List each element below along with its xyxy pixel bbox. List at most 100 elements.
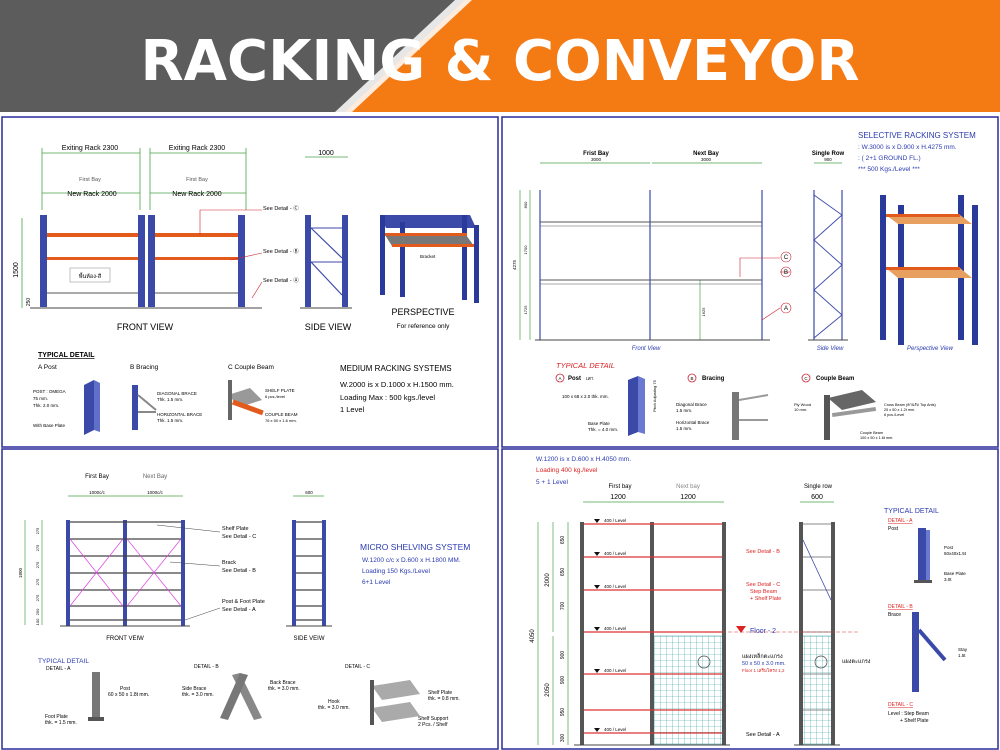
conv-stay-1: Stay bbox=[958, 647, 968, 652]
sel-dim-row: 900 bbox=[824, 157, 832, 162]
conv-row-dim-3: 700 bbox=[560, 602, 566, 611]
sel-beam-note-3: Cross Beam (คานรับ Top Ants) bbox=[884, 403, 937, 407]
sel-detail-a: Post bbox=[568, 376, 581, 382]
conv-detail-c-sub-2: + Shelf Plate bbox=[900, 718, 929, 724]
conv-front-rack bbox=[574, 522, 730, 746]
sel-beam-drawing bbox=[824, 390, 877, 440]
conv-shelf-plate: + Shelf Plate bbox=[750, 596, 781, 602]
see-detail-c: See Detail - Ⓒ bbox=[263, 204, 299, 212]
sel-post-note: 100 x 68 x 2.0 thk. mm. bbox=[562, 394, 609, 399]
conv-row-dim-1: 650 bbox=[560, 536, 566, 545]
post-note-3: Thk. 2.0 mm. bbox=[33, 403, 59, 408]
conv-see-b: See Detail - B bbox=[746, 549, 780, 555]
sel-dim-bay-2: 3000 bbox=[701, 157, 712, 162]
medium-spec-1: W.2000 is x D.1000 x H.1500 mm. bbox=[340, 380, 454, 389]
conv-post-note-2: 50x40x1.5t bbox=[944, 551, 967, 556]
micro-row-dims: 275 275 275 275 275 250 100 bbox=[35, 527, 40, 625]
conv-detail-c: DETAIL - C bbox=[888, 702, 913, 708]
dim-existing-1: Exiting Rack 2300 bbox=[62, 145, 119, 152]
post-note-2: 75 mm. bbox=[33, 396, 48, 401]
conv-level-1: 400 / Level bbox=[604, 518, 626, 523]
sel-leaders bbox=[739, 251, 792, 321]
micro-dim-1: 1000c/c bbox=[89, 490, 106, 495]
beam-note-4: 76 x 50 x 1.6 mm. bbox=[265, 418, 297, 423]
conv-mesh-note-side: แผงตะแกรง bbox=[842, 659, 871, 665]
sel-detail-b-circle bbox=[687, 373, 697, 383]
conv-detail-a: DETAIL - A bbox=[888, 518, 913, 524]
sel-dim-bay-1: 3000 bbox=[591, 157, 602, 162]
header-dark-block bbox=[0, 0, 465, 112]
sel-side-view: Side View bbox=[817, 346, 844, 352]
micro-dim-h: 1800 bbox=[18, 567, 23, 578]
front-view-label: FRONT VIEW bbox=[117, 322, 174, 332]
sel-brace-note-2: 1.5 mm. bbox=[676, 408, 692, 413]
for-reference-label: For reference only bbox=[397, 323, 450, 330]
beam-note-2: 6 pcs./level bbox=[265, 394, 285, 399]
conv-post-drawing bbox=[914, 528, 932, 583]
conv-row-dim-7: 300 bbox=[560, 734, 566, 743]
micro-side-brace-1: Side Brace bbox=[182, 686, 207, 692]
conv-spec-1: W.1200 is x D.600 x H.4050 mm. bbox=[536, 456, 631, 463]
sel-front-rack bbox=[535, 190, 770, 341]
conv-floor-marker bbox=[736, 626, 746, 633]
micro-side-brace-2: thk. = 3.0 mm. bbox=[182, 692, 214, 698]
micro-support-1: Shelf Support bbox=[418, 716, 449, 722]
sel-dimension-lines bbox=[519, 162, 842, 340]
panel-selective-racking: SELECTIVE RACKING SYSTEM : W.3000 is x D… bbox=[501, 116, 999, 448]
conv-mesh-callout-side bbox=[814, 655, 828, 669]
conv-level-3: 400 / Level bbox=[604, 584, 626, 589]
conv-first-bay: First bay bbox=[608, 484, 631, 490]
header-stripe bbox=[335, 0, 472, 112]
micro-post-note-1: Post bbox=[120, 686, 131, 692]
sel-brace-note-1: Diagonal Brace bbox=[676, 402, 707, 407]
micro-title: MICRO SHELVING SYSTEM bbox=[360, 542, 470, 552]
see-detail-a: See Detail - Ⓐ bbox=[263, 276, 299, 284]
post-note-1: POST : OMEGA bbox=[33, 389, 66, 394]
micro-detail-c: DETAIL - C bbox=[345, 664, 370, 670]
sel-base-note-1: Base Plate bbox=[588, 421, 610, 426]
micro-back-brace-2: thk. = 3.0 mm. bbox=[268, 686, 300, 692]
micro-row-dim-7: 100 bbox=[35, 618, 40, 625]
brace-note-3: HORIZONTAL BRACE bbox=[157, 412, 202, 417]
conv-dim-lower: 2050 bbox=[545, 683, 551, 697]
conv-level-markers bbox=[594, 519, 600, 732]
detail-c-label: C Couple Beam bbox=[228, 364, 274, 371]
micro-row-dim-2: 275 bbox=[35, 544, 40, 551]
micro-spec-2: Loading 150 Kgs./Level bbox=[362, 568, 430, 575]
conv-see-c: See Detail - C bbox=[746, 582, 780, 588]
panel-micro-shelving: First Bay Next Bay 1000c/c 1000c/c 600 1… bbox=[1, 448, 499, 750]
sel-mark-b-detail: B bbox=[690, 376, 693, 381]
conv-row-dim-4: 900 bbox=[560, 651, 566, 660]
sel-first-bay: Frist Bay bbox=[583, 151, 609, 157]
micro-row-dim-6: 250 bbox=[35, 608, 40, 615]
leader-lines bbox=[199, 209, 263, 299]
conv-row-dim-5: 900 bbox=[560, 676, 566, 685]
micro-shelf-plate-1: Shelf Plate bbox=[428, 690, 452, 696]
new-rack-label-2: New Rack 2000 bbox=[172, 191, 222, 198]
selective-spec-3: *** 500 Kgs./Level *** bbox=[858, 166, 920, 173]
panel-border bbox=[1, 448, 499, 750]
selective-title: SELECTIVE RACKING SYSTEM bbox=[858, 131, 976, 140]
sel-mark-a-detail: A bbox=[558, 376, 561, 381]
dim-small: 250 bbox=[26, 298, 32, 307]
sel-dim-h2: 1700 bbox=[523, 245, 528, 255]
conv-base-note-1: Base Plate bbox=[944, 571, 966, 576]
dim-side: 1000 bbox=[318, 150, 334, 157]
medium-spec-2: Loading Max : 500 kgs./level bbox=[340, 393, 435, 402]
medium-beam-drawing bbox=[228, 380, 264, 420]
conv-detail-a-sub: Post bbox=[888, 526, 899, 532]
conv-row-dim-2: 650 bbox=[560, 568, 566, 577]
medium-spec-title: MEDIUM RACKING SYSTEMS bbox=[340, 364, 452, 373]
conv-detail-b: DETAIL - B bbox=[888, 604, 913, 610]
sel-detail-a-circle bbox=[555, 373, 565, 383]
micro-see-b: See Detail - B bbox=[222, 568, 256, 574]
conv-spec-3: 5 + 1 Level bbox=[536, 479, 569, 486]
conv-base-note-2: 3.0t bbox=[944, 577, 952, 582]
conv-mesh-note-1: แผงเหล็กตะแกรง bbox=[742, 652, 783, 660]
conv-level-2: 400 / Level bbox=[604, 551, 626, 556]
micro-first-bay: First Bay bbox=[85, 474, 109, 480]
sel-detail-c-circle bbox=[801, 373, 811, 383]
conv-next-bay: Next bay bbox=[676, 484, 700, 490]
dim-height: 1500 bbox=[13, 262, 20, 278]
